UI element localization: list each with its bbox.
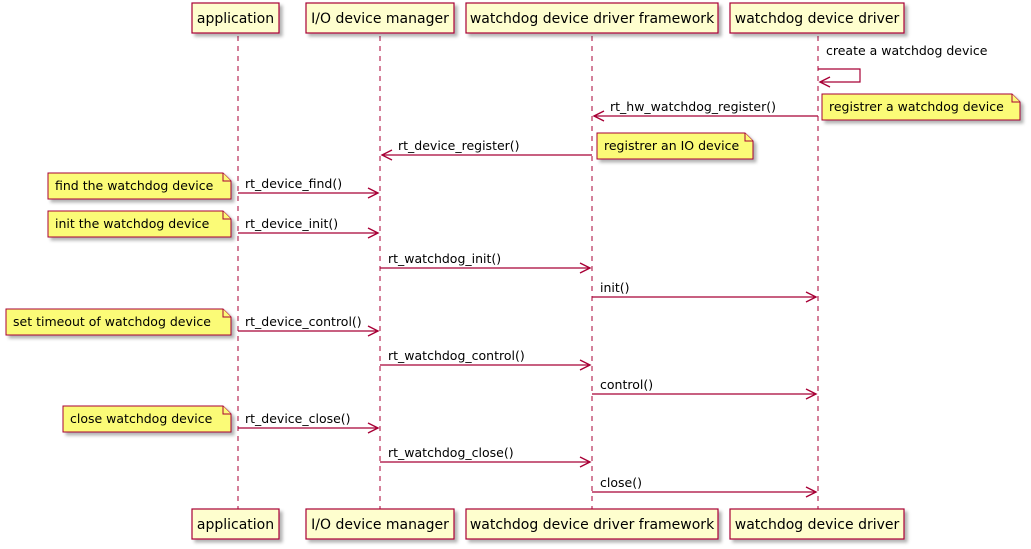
message-2: rt_device_register() (380, 138, 592, 161)
arrow-head-icon (805, 388, 818, 400)
note-text: find the watchdog device (55, 178, 214, 193)
note-fold-icon (222, 309, 231, 318)
message-5: rt_watchdog_init() (380, 251, 592, 274)
participant-box (729, 508, 905, 540)
participant-top-0: application (191, 2, 280, 34)
message-label: rt_device_init() (245, 216, 338, 231)
message-11: rt_watchdog_close() (380, 445, 592, 468)
note-box (62, 405, 232, 433)
arrow-head-icon (592, 110, 605, 122)
participant-label: I/O device manager (311, 11, 449, 27)
arrow-head-icon (579, 359, 592, 371)
participant-top-2: watchdog device driver framework (465, 2, 719, 34)
message-label: rt_device_find() (245, 176, 342, 191)
note-fold-icon (222, 211, 231, 220)
note-4: set timeout of watchdog device (5, 308, 232, 336)
note-text: registrer an IO device (604, 138, 739, 153)
message-1: rt_hw_watchdog_register() (592, 99, 818, 122)
message-0: create a watchdog device (818, 43, 988, 88)
note-2: find the watchdog device (47, 172, 232, 200)
note-box (47, 172, 232, 200)
participant-bottom-1: I/O device manager (305, 508, 455, 540)
participant-bottom-0: application (191, 508, 280, 540)
message-label: control() (600, 377, 653, 392)
note-5: close watchdog device (62, 405, 232, 433)
participant-label: watchdog device driver (735, 517, 900, 533)
participant-box (465, 2, 719, 34)
message-label: rt_device_close() (245, 411, 351, 426)
message-8: rt_watchdog_control() (380, 348, 592, 371)
note-box (596, 132, 754, 160)
message-6: init() (592, 280, 818, 303)
note-3: init the watchdog device (47, 210, 232, 238)
note-fold-icon (222, 406, 231, 415)
message-label: rt_hw_watchdog_register() (610, 99, 776, 114)
participant-box (191, 2, 280, 34)
note-1: registrer an IO device (596, 132, 754, 160)
arrow-head-icon (367, 187, 380, 199)
arrow-head-icon (579, 262, 592, 274)
participant-box (191, 508, 280, 540)
participant-label: watchdog device driver (735, 11, 900, 27)
note-box (821, 93, 1021, 121)
participant-box (729, 2, 905, 34)
participant-label: watchdog device driver framework (470, 11, 715, 27)
arrow-head-icon (805, 291, 818, 303)
note-0: registrer a watchdog device (821, 93, 1021, 121)
participant-box (305, 2, 455, 34)
arrow-head-icon (367, 325, 380, 337)
note-text: close watchdog device (70, 411, 213, 426)
note-box (5, 308, 232, 336)
message-12: close() (592, 475, 818, 498)
message-label: rt_watchdog_close() (388, 445, 514, 460)
participant-label: I/O device manager (311, 517, 449, 533)
note-text: set timeout of watchdog device (13, 314, 211, 329)
participant-top-1: I/O device manager (305, 2, 455, 34)
arrow-head-icon (818, 76, 831, 88)
note-text: registrer a watchdog device (829, 99, 1004, 114)
arrow-head-icon (380, 149, 393, 161)
participant-bottom-3: watchdog device driver (729, 508, 905, 540)
message-label: init() (600, 280, 630, 295)
arrow-head-icon (805, 486, 818, 498)
arrow-head-icon (367, 422, 380, 434)
message-9: control() (592, 377, 818, 400)
message-label: create a watchdog device (826, 43, 988, 58)
note-fold-icon (744, 133, 753, 142)
note-text: init the watchdog device (55, 216, 210, 231)
participant-top-3: watchdog device driver (729, 2, 905, 34)
participant-box (305, 508, 455, 540)
participant-bottom-2: watchdog device driver framework (465, 508, 719, 540)
participant-label: application (197, 517, 274, 533)
note-fold-icon (222, 173, 231, 182)
message-10: rt_device_close() (238, 411, 380, 434)
message-label: rt_device_register() (398, 138, 520, 153)
message-label: rt_device_control() (245, 314, 362, 329)
message-3: rt_device_find() (238, 176, 380, 199)
message-label: close() (600, 475, 642, 490)
participant-label: watchdog device driver framework (470, 517, 715, 533)
participant-box (465, 508, 719, 540)
note-fold-icon (1011, 94, 1020, 103)
message-label: rt_watchdog_init() (388, 251, 501, 266)
participant-label: application (197, 11, 274, 27)
message-line (818, 68, 861, 83)
message-7: rt_device_control() (238, 314, 380, 337)
note-box (47, 210, 232, 238)
message-4: rt_device_init() (238, 216, 380, 239)
arrow-head-icon (367, 227, 380, 239)
arrow-head-icon (579, 456, 592, 468)
message-label: rt_watchdog_control() (388, 348, 525, 363)
